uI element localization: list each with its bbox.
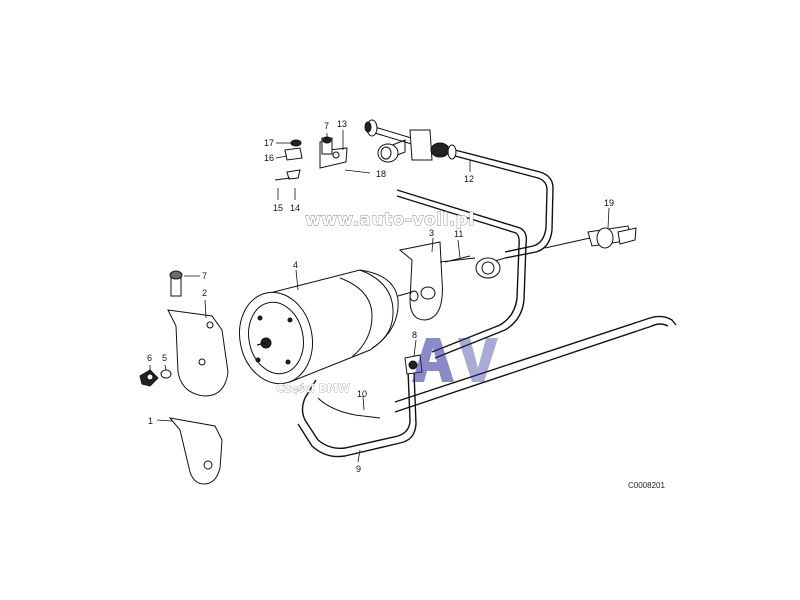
part-label: 16 — [264, 153, 274, 163]
watermark-logo — [412, 338, 498, 382]
watermark: www.auto-voll.pl Części BMW — [276, 210, 498, 395]
hose-routing — [297, 149, 677, 458]
part-label: 5 — [162, 353, 167, 363]
canister-bracket — [398, 241, 501, 321]
nut-washer — [139, 369, 172, 387]
part-label: 14 — [290, 203, 300, 213]
part-label: 9 — [356, 464, 361, 474]
part-label: 19 — [604, 198, 614, 208]
part-label: 15 — [273, 203, 283, 213]
part-label: 17 — [264, 138, 274, 148]
pipe-clip — [587, 225, 637, 249]
diagram-code: C0008201 — [628, 481, 665, 490]
front-bracket — [167, 270, 229, 397]
part-label: 6 — [147, 353, 152, 363]
lower-bracket — [168, 417, 223, 485]
part-label: 4 — [293, 260, 298, 270]
part-label: 7 — [324, 121, 329, 131]
watermark-sub: Części BMW — [276, 382, 350, 395]
part-label: 10 — [357, 389, 367, 399]
part-label: 1 — [148, 416, 153, 426]
watermark-url: www.auto-voll.pl — [305, 210, 475, 230]
charcoal-canister — [239, 269, 419, 385]
part-label: 7 — [202, 271, 207, 281]
part-label: 18 — [376, 169, 386, 179]
part-label: 8 — [412, 330, 417, 340]
part-labels: 1 2 3 4 5 6 7 7 8 9 10 11 12 13 14 15 16… — [147, 119, 614, 474]
part-label: 13 — [337, 119, 347, 129]
small-bracket-group — [274, 136, 348, 181]
watermark-logo-v — [458, 338, 498, 382]
part-label: 2 — [202, 288, 207, 298]
part-label: 11 — [454, 229, 463, 239]
part-label: 3 — [429, 228, 434, 238]
part-label: 12 — [464, 174, 474, 184]
valve-assembly — [364, 119, 457, 163]
watermark-logo-a — [412, 338, 454, 382]
leader-lines — [149, 130, 610, 463]
